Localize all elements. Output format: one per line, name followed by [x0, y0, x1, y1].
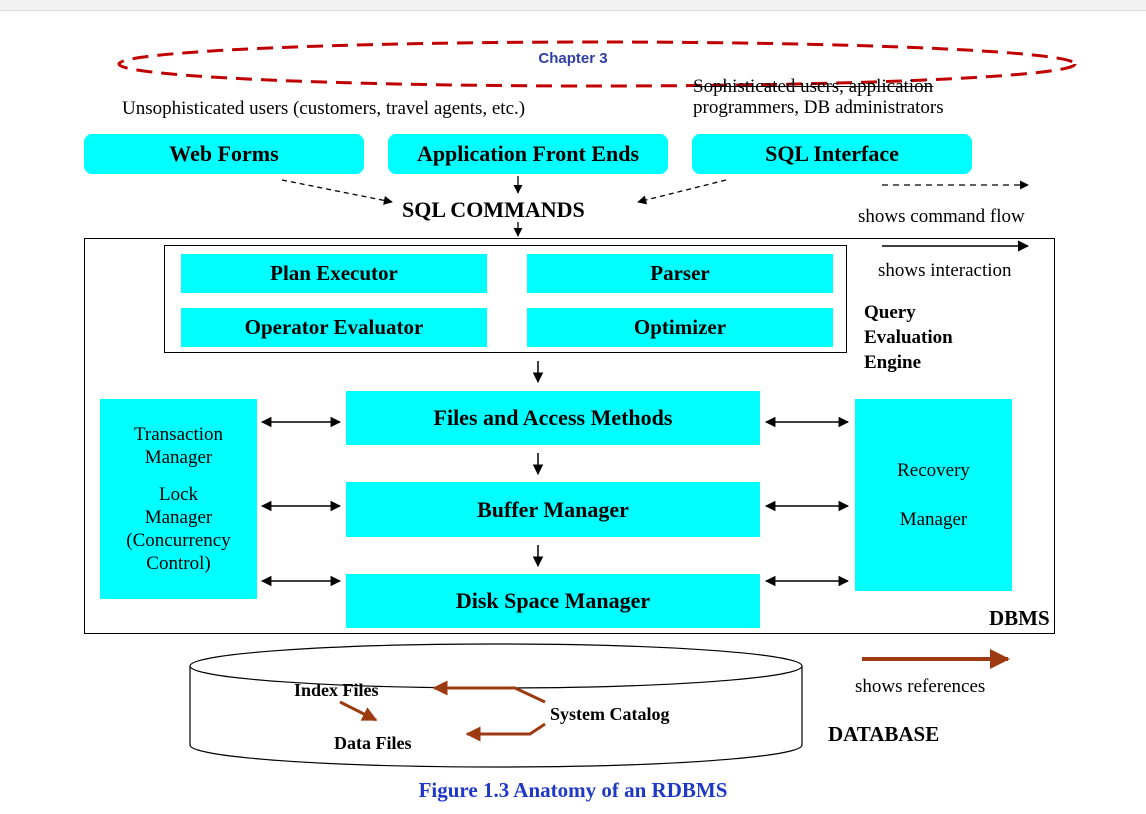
dbms-label: DBMS [989, 606, 1050, 630]
tm-line1: Transaction [133, 424, 224, 445]
dbms-container [84, 238, 1055, 634]
sophisticated-users-label-line2: programmers, DB administrators [693, 97, 944, 118]
sql-interface-to-sql-arrow [637, 179, 727, 205]
sql-interface-box: SQL Interface [692, 134, 972, 174]
web-forms-to-sql-arrow [281, 179, 393, 205]
catalog-to-index-arrow [432, 680, 546, 704]
tm-line4: Manager [144, 507, 213, 528]
index-files-label: Index Files [294, 680, 379, 700]
query-evaluation-engine-box [164, 245, 847, 353]
database-label: DATABASE [828, 722, 940, 746]
top-toolbar-strip [0, 0, 1146, 11]
qee-label-line1: Query [864, 302, 916, 323]
chapter-ellipse [117, 40, 1077, 88]
legend-references-label: shows references [855, 676, 986, 697]
plan-executor-box: Plan Executor [181, 254, 487, 293]
qee-label-line3: Engine [864, 352, 922, 373]
legend-interaction-label: shows interaction [878, 260, 1012, 281]
data-files-label: Data Files [334, 733, 412, 753]
rm-line2: Manager [899, 509, 968, 530]
query-evaluation-engine-label: Query Evaluation Engine [864, 300, 953, 375]
unsophisticated-users-label: Unsophisticated users (customers, travel… [122, 98, 526, 119]
system-catalog-label: System Catalog [550, 704, 670, 724]
web-forms-box: Web Forms [84, 134, 364, 174]
database-cylinder [189, 643, 803, 768]
sophisticated-users-label-line1: Sophisticated users, application [693, 76, 934, 97]
application-front-ends-box: Application Front Ends [388, 134, 668, 174]
tm-line6: Control) [146, 553, 211, 574]
parser-box: Parser [527, 254, 833, 293]
disk-space-manager-box: Disk Space Manager [346, 574, 760, 628]
figure-caption: Figure 1.3 Anatomy of an RDBMS [418, 778, 728, 802]
tm-line2: Manager [144, 447, 213, 468]
chapter-label: Chapter 3 [538, 50, 608, 67]
sql-commands-label: SQL COMMANDS [402, 197, 585, 222]
operator-evaluator-box: Operator Evaluator [181, 308, 487, 347]
optimizer-box: Optimizer [527, 308, 833, 347]
index-to-data-arrow [339, 700, 378, 722]
buffer-manager-box: Buffer Manager [346, 482, 760, 537]
tm-line3: Lock [158, 484, 199, 505]
qee-label-line2: Evaluation [864, 327, 953, 348]
rm-line1: Recovery [897, 460, 970, 481]
files-access-methods-box: Files and Access Methods [346, 391, 760, 445]
transaction-lock-manager-box: Transaction Manager Lock Manager (Concur… [100, 399, 257, 599]
catalog-to-data-arrow [465, 722, 546, 742]
tm-line5: (Concurrency [126, 530, 231, 551]
legend-command-flow-label: shows command flow [858, 206, 1025, 227]
recovery-manager-box: Recovery Manager [855, 399, 1012, 591]
